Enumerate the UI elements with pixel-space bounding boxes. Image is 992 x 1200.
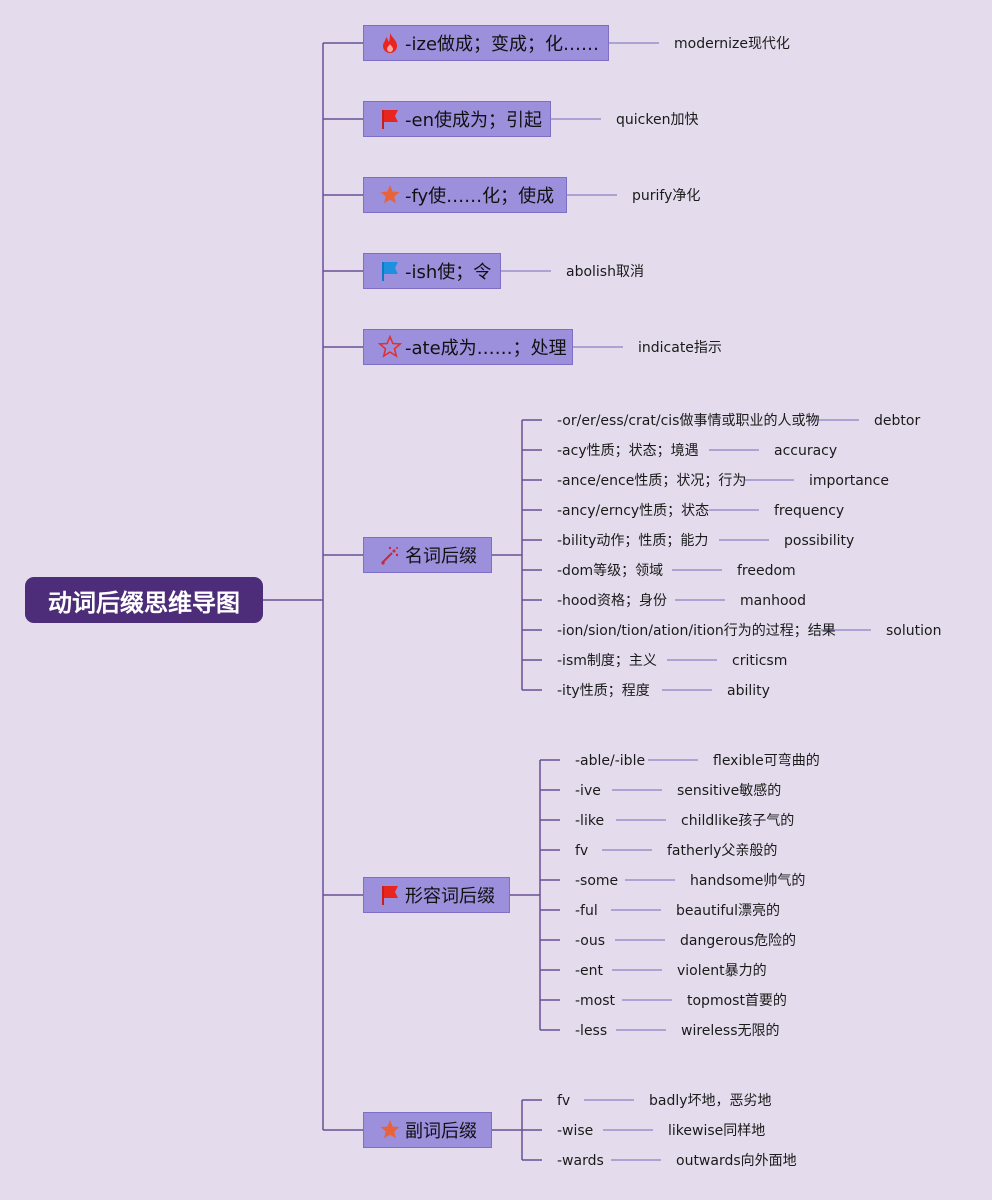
branch-ish[interactable]: -ish使；令: [363, 253, 501, 289]
adj-example: beautiful漂亮的: [676, 903, 781, 919]
adj-suffix-item: -able/-ible: [575, 753, 646, 769]
noun-suffix-item: -ity性质；程度: [557, 683, 650, 699]
noun-example: criticsm: [732, 653, 788, 669]
branch-fy[interactable]: -fy使……化；使成: [363, 177, 567, 213]
orange-star-icon: [378, 1118, 402, 1142]
noun-example: possibility: [784, 533, 855, 549]
outline-star-icon: [378, 335, 402, 359]
example-indicate: indicate指示: [638, 340, 722, 356]
blue-flag-icon: [378, 259, 402, 283]
adj-example: wireless无限的: [681, 1023, 780, 1039]
example-purify: purify净化: [632, 188, 701, 204]
noun-suffix-item: -ance/ence性质；状况；行为: [557, 473, 747, 489]
adv-suffix-item: fv: [557, 1093, 571, 1109]
root-title: 动词后缀思维导图: [48, 588, 240, 617]
noun-suffix-item: -acy性质；状态；境遇: [557, 443, 699, 459]
adj-example: dangerous危险的: [680, 933, 797, 949]
adj-example: topmost首要的: [687, 993, 787, 1009]
adv-example: likewise同样地: [668, 1123, 766, 1139]
adj-example: flexible可弯曲的: [713, 753, 820, 769]
adj-example: fatherly父亲般的: [667, 843, 778, 859]
noun-example: ability: [727, 683, 770, 699]
noun-suffix-item: -ism制度；主义: [557, 653, 657, 669]
noun-example: accuracy: [774, 443, 838, 459]
noun-suffix-item: -ancy/erncy性质；状态: [557, 503, 710, 519]
noun-suffix-item: -ion/sion/tion/ation/ition行为的过程；结果: [557, 623, 836, 639]
adj-example: violent暴力的: [677, 963, 767, 979]
adj-example: childlike孩子气的: [681, 813, 795, 829]
example-quicken: quicken加快: [616, 112, 699, 128]
noun-example: frequency: [774, 503, 845, 519]
adj-suffix-item: -most: [575, 993, 616, 1009]
adv-example: outwards向外面地: [676, 1153, 797, 1169]
branch-label: -en使成为；引起: [405, 110, 542, 131]
adv-example: badly坏地，恶劣地: [649, 1093, 772, 1109]
fireworks-icon: [378, 543, 402, 567]
branch-adj-suffix[interactable]: 形容词后缀: [363, 877, 510, 913]
adj-suffix-item: fv: [575, 843, 589, 859]
orange-star-icon: [378, 183, 402, 207]
branch-adv-suffix[interactable]: 副词后缀: [363, 1112, 492, 1148]
noun-suffix-item: -dom等级；领域: [557, 563, 664, 579]
branch-label: 名词后缀: [405, 546, 477, 567]
example-modernize: modernize现代化: [674, 36, 790, 52]
adj-suffix-item: -ous: [575, 933, 606, 949]
branch-noun-suffix[interactable]: 名词后缀: [363, 537, 492, 573]
branch-label: 形容词后缀: [405, 886, 495, 907]
branch-label: 副词后缀: [405, 1121, 477, 1142]
adj-suffix-item: -less: [575, 1023, 608, 1039]
adj-suffix-item: -like: [575, 813, 605, 829]
adv-suffix-item: -wards: [557, 1153, 604, 1169]
branch-label: -ish使；令: [405, 262, 492, 283]
red-flag-icon: [378, 883, 402, 907]
adj-example: handsome帅气的: [690, 873, 806, 889]
noun-suffix-item: -hood资格；身份: [557, 593, 667, 609]
branch-label: -fy使……化；使成: [405, 186, 555, 207]
noun-suffix-item: -bility动作；性质；能力: [557, 533, 709, 549]
adj-example: sensitive敏感的: [677, 783, 782, 799]
noun-example: freedom: [737, 563, 796, 579]
noun-example: manhood: [740, 593, 806, 609]
adj-suffix-item: -ent: [575, 963, 604, 979]
noun-example: debtor: [874, 413, 921, 429]
adv-suffix-item: -wise: [557, 1123, 594, 1139]
fire-icon: [378, 31, 402, 55]
noun-example: solution: [886, 623, 942, 639]
root-node[interactable]: 动词后缀思维导图: [25, 577, 263, 623]
branch-ate[interactable]: -ate成为……；处理: [363, 329, 573, 365]
noun-example: importance: [809, 473, 889, 489]
branch-ize[interactable]: -ize做成；变成；化……: [363, 25, 609, 61]
adj-suffix-item: -some: [575, 873, 619, 889]
adj-suffix-item: -ful: [575, 903, 598, 919]
adj-suffix-item: -ive: [575, 783, 601, 799]
noun-suffix-item: -or/er/ess/crat/cis做事情或职业的人或物: [557, 413, 820, 429]
example-abolish: abolish取消: [566, 264, 644, 280]
branch-label: -ize做成；变成；化……: [405, 34, 600, 55]
branch-label: -ate成为……；处理: [405, 338, 567, 359]
red-flag-icon: [378, 107, 402, 131]
branch-en[interactable]: -en使成为；引起: [363, 101, 551, 137]
